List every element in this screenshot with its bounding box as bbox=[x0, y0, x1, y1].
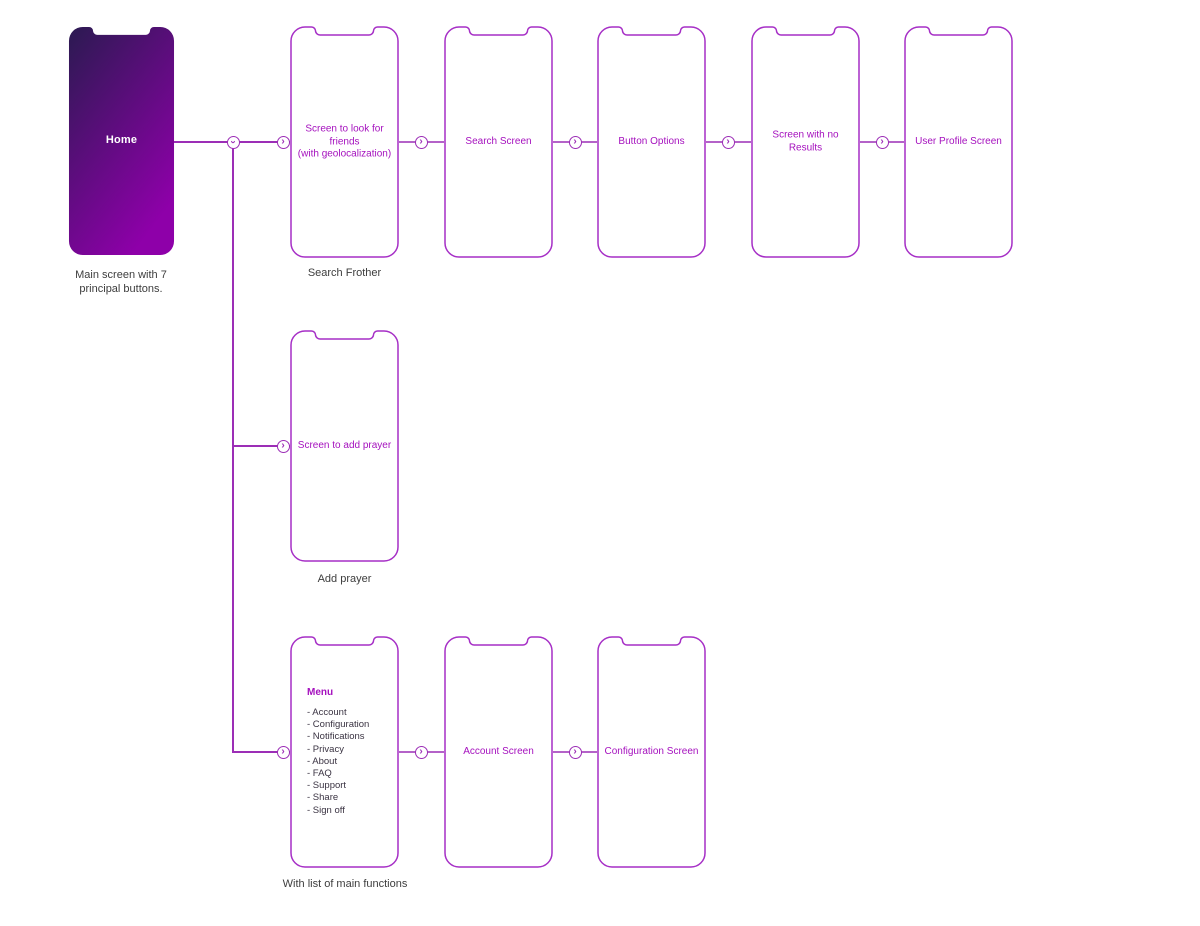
frame-label: Screen with no Results bbox=[772, 129, 839, 154]
friends-caption: Search Frother bbox=[307, 267, 382, 279]
menu-item-support: - Support bbox=[307, 780, 347, 792]
menu-item-privacy: - Privacy bbox=[307, 743, 344, 755]
phone-frame-outline bbox=[904, 26, 1013, 258]
phone-frame-outline bbox=[444, 636, 553, 868]
wire-trunk-branch bbox=[232, 142, 290, 753]
frame-label: Button Options bbox=[618, 135, 685, 147]
menu-item-configuration: - Configuration bbox=[307, 719, 370, 731]
chevron-right-icon: › bbox=[726, 135, 730, 147]
connector-arrow-friends-search[interactable]: › bbox=[414, 135, 428, 149]
chevron-right-icon: › bbox=[573, 745, 577, 757]
node-user-profile-screen[interactable]: User Profile Screen bbox=[904, 26, 1013, 258]
frame-label: User Profile Screen bbox=[915, 135, 1002, 147]
menu-item-share: - Share bbox=[307, 792, 339, 804]
home-phone-shape bbox=[68, 26, 175, 256]
node-search-screen[interactable]: Search Screen bbox=[444, 26, 553, 258]
frame-label: Search Screen bbox=[465, 135, 532, 147]
home-caption: Main screen with 7 principal buttons. bbox=[75, 269, 167, 295]
connector-arrow-add-prayer[interactable]: › bbox=[276, 439, 290, 453]
connector-arrow-home-friends[interactable]: › bbox=[276, 135, 290, 149]
menu-item-account: - Account bbox=[307, 707, 347, 718]
menu-title: Menu bbox=[307, 687, 334, 698]
chevron-right-icon: › bbox=[880, 135, 884, 147]
chevron-right-icon: › bbox=[281, 439, 285, 451]
menu-item-about: - About bbox=[307, 755, 338, 767]
frame-label: Account Screen bbox=[463, 745, 534, 757]
node-menu-screen[interactable]: Menu - Account - Configuration - Notific… bbox=[290, 636, 399, 868]
menu-content: Menu - Account - Configuration - Notific… bbox=[307, 687, 393, 817]
node-no-results-screen[interactable]: Screen with no Results bbox=[751, 26, 860, 258]
menu-list: - Account - Configuration - Notification… bbox=[307, 707, 393, 817]
connector-arrow-noresults-profile[interactable]: › bbox=[875, 135, 889, 149]
node-friends-screen[interactable]: Screen to look for friends (with geoloca… bbox=[290, 26, 399, 258]
connector-arrow-account-configuration[interactable]: › bbox=[568, 745, 582, 759]
add-prayer-caption: Add prayer bbox=[317, 573, 372, 585]
chevron-right-icon: › bbox=[419, 135, 423, 147]
menu-item-notifications: - Notifications bbox=[307, 731, 365, 743]
connector-arrow-menu[interactable]: › bbox=[276, 745, 290, 759]
menu-item-sign-off: - Sign off bbox=[307, 804, 345, 816]
phone-frame-outline bbox=[290, 636, 399, 868]
chevron-right-icon: › bbox=[281, 135, 285, 147]
frame-label: Screen to add prayer bbox=[297, 439, 392, 451]
connector-arrow-menu-account[interactable]: › bbox=[414, 745, 428, 759]
menu-caption: With list of main functions bbox=[282, 878, 408, 890]
frame-label: Configuration Screen bbox=[604, 745, 699, 757]
chevron-right-icon: › bbox=[281, 745, 285, 757]
connector-branch-home[interactable]: › bbox=[226, 135, 240, 149]
connector-arrow-options-noresults[interactable]: › bbox=[721, 135, 735, 149]
node-button-options-screen[interactable]: Button Options bbox=[597, 26, 706, 258]
menu-item-faq: - FAQ bbox=[307, 768, 332, 780]
phone-frame-outline bbox=[444, 26, 553, 258]
node-account-screen[interactable]: Account Screen bbox=[444, 636, 553, 868]
chevron-down-icon: › bbox=[228, 140, 239, 144]
phone-frame-outline bbox=[597, 636, 706, 868]
node-add-prayer-screen[interactable]: Screen to add prayer bbox=[290, 330, 399, 562]
connector-arrow-search-options[interactable]: › bbox=[568, 135, 582, 149]
node-home[interactable]: Home bbox=[68, 26, 175, 256]
phone-frame-outline bbox=[290, 26, 399, 258]
frame-label: Screen to look for friends (with geoloca… bbox=[297, 123, 392, 160]
chevron-right-icon: › bbox=[419, 745, 423, 757]
chevron-right-icon: › bbox=[573, 135, 577, 147]
phone-frame-outline bbox=[290, 330, 399, 562]
node-configuration-screen[interactable]: Configuration Screen bbox=[597, 636, 706, 868]
home-label: Home bbox=[105, 134, 138, 146]
phone-frame-outline bbox=[751, 26, 860, 258]
phone-frame-outline bbox=[597, 26, 706, 258]
